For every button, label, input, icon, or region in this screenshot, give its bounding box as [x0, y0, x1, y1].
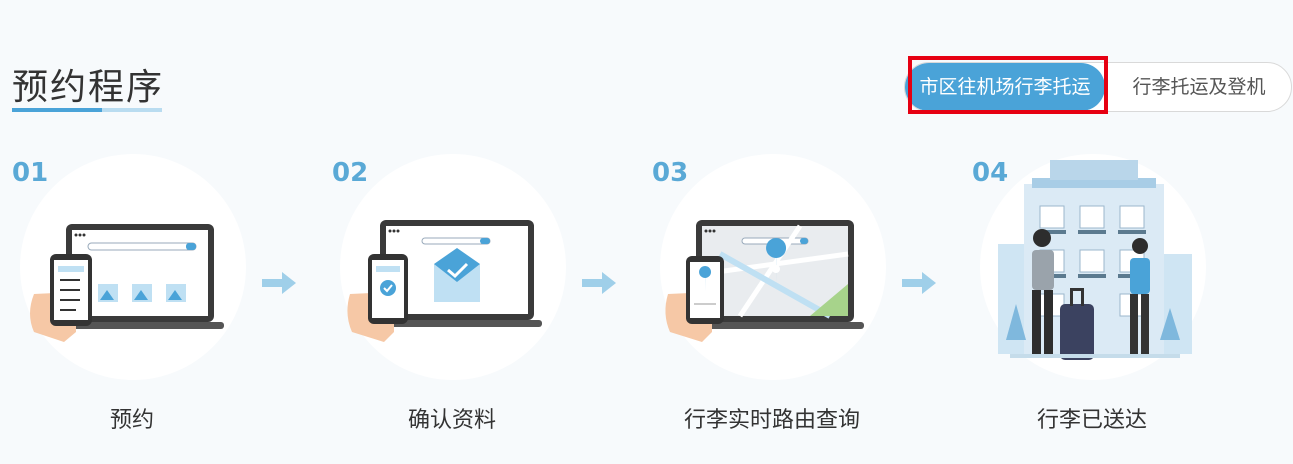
confirm-email-illustration-icon: [347, 220, 542, 342]
arrow-right-icon: [582, 272, 616, 294]
booking-illustration-icon: [30, 224, 224, 342]
step-number: 01: [12, 158, 49, 188]
step-number: 03: [652, 158, 689, 188]
tab-checkin-boarding[interactable]: 行李托运及登机: [1132, 76, 1266, 98]
arrow-right-icon: [262, 272, 296, 294]
step-3: 03 行李实时路由查询: [652, 150, 892, 450]
tab-group: 市区往机场行李托运 行李托运及登机: [904, 62, 1292, 112]
step-label: 确认资料: [407, 408, 496, 433]
step-label: 预约: [109, 408, 154, 433]
arrow-right-icon: [902, 272, 936, 294]
step-number: 02: [332, 158, 369, 188]
title-underline: [12, 108, 162, 112]
step-label: 行李实时路由查询: [683, 408, 860, 433]
tab-city-to-airport[interactable]: 市区往机场行李托运: [905, 63, 1105, 111]
step-1: 01 预约: [12, 150, 252, 450]
step-number: 04: [972, 158, 1009, 188]
step-4: 04 行李已送达: [972, 150, 1212, 450]
map-tracking-illustration-icon: [665, 220, 864, 342]
step-label: 行李已送达: [1036, 408, 1147, 433]
page-title: 预约程序: [12, 67, 165, 108]
step-2: 02 确认资料: [332, 150, 572, 450]
hotel-delivery-illustration-icon: [998, 160, 1192, 360]
